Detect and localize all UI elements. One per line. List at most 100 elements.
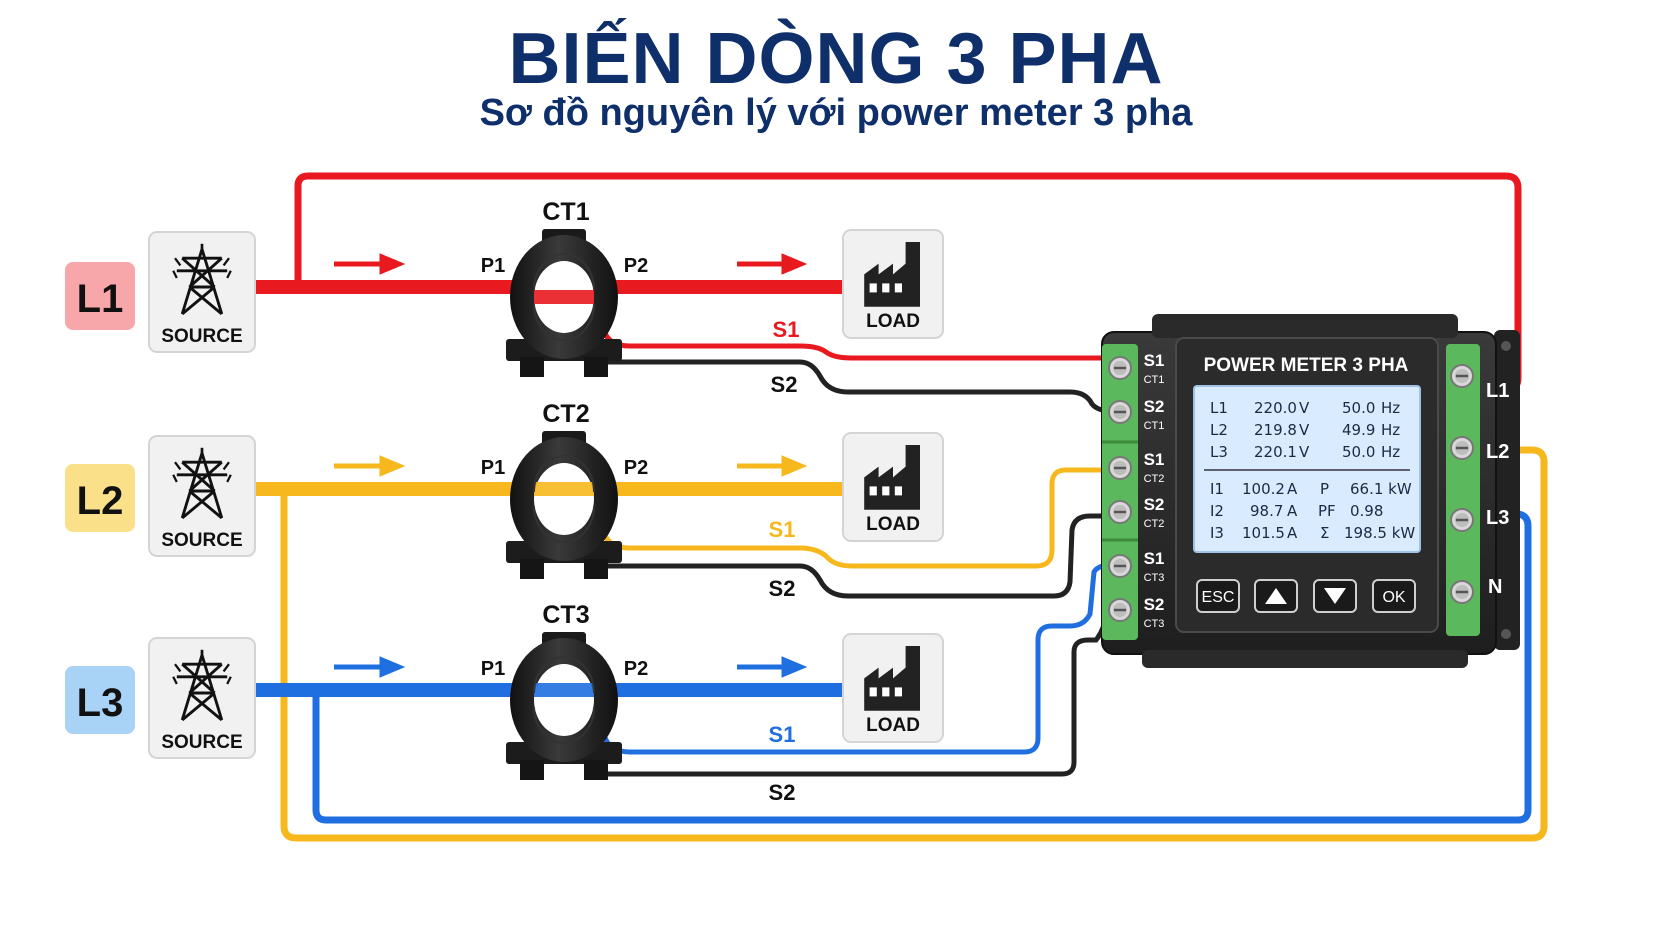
ct3-p1-label: P1 [481,658,505,680]
power-meter: S1 CT1 S2 CT1 S1 CT2 S2 CT2 S1 CT3 S2 CT… [1101,314,1520,668]
display-param-value: 66.1 kW [1350,480,1412,498]
sources: SOURCE SOURCE SOURCE [148,231,256,759]
ct2-p2-label: P2 [624,457,648,479]
ct3-s2-label: S2 [769,780,796,805]
phase-label-l2: L2 [77,479,124,523]
ct1-s1-label: S1 [773,317,800,342]
ct1-label: CT1 [542,198,589,226]
display-param-value: 198.5 kW [1344,524,1415,542]
terminal-screw-icon [1107,399,1133,425]
down-button[interactable] [1313,579,1357,613]
source-label-l1: SOURCE [161,326,242,347]
display-current: 98.7 [1250,502,1283,520]
wire-l3-voltage [312,510,1532,824]
terminal-screw-icon [1449,579,1475,605]
ct3-s1-label: S1 [769,722,796,747]
wire-ct2-s1 [601,467,1120,569]
display-unit: Hz [1381,421,1400,439]
load-label-l1: LOAD [866,311,920,332]
source-l1: SOURCE [148,231,256,353]
terminal-label: S2 [1144,495,1165,514]
source-l2: SOURCE [148,435,256,557]
phase-badge-l1 [65,262,135,330]
triangle-down-icon [1324,588,1346,604]
phase-badge-l3 [65,666,135,734]
terminal-sublabel: CT3 [1144,618,1165,630]
wire-ct3-s1 [601,561,1121,755]
display-row-name: L2 [1210,421,1228,439]
terminal-label: S2 [1144,397,1165,416]
wire-ct1-s2 [608,359,1121,415]
display-current: 101.5 [1242,524,1285,542]
terminal-sublabel: CT1 [1144,420,1165,432]
source-l3: SOURCE [148,637,256,759]
ct2 [506,431,622,579]
display-unit: Hz [1381,443,1400,461]
ct2-label: CT2 [542,400,589,428]
display-voltage: 219.8 [1254,421,1297,439]
triangle-up-icon [1265,588,1287,604]
display-unit: V [1299,421,1310,439]
terminal-sublabel: CT1 [1144,374,1165,386]
display-row-name: L3 [1210,443,1228,461]
voltage-terminal-block [1446,344,1480,636]
esc-button-label: ESC [1202,589,1235,606]
display-frequency: 50.0 [1342,443,1375,461]
phase-badge-l2 [65,464,135,532]
display-unit: V [1299,399,1310,417]
terminal-screw-icon [1449,435,1475,461]
display-param-value: 0.98 [1350,502,1383,520]
terminal-label-l1: L1 [1486,380,1509,402]
terminal-screw-icon [1107,355,1133,381]
phase-labels: L1 L2 L3 [65,262,135,734]
terminal-label: S1 [1144,549,1165,568]
display-row-name: I3 [1210,524,1224,542]
display-row-name: I2 [1210,502,1224,520]
terminal-sublabel: CT2 [1144,473,1165,485]
wire-ct2-s2 [608,513,1120,599]
ok-button-label: OK [1382,589,1405,606]
load-l1: LOAD [842,229,944,339]
ct1-p2-label: P2 [624,255,648,277]
meter-display [1193,385,1421,553]
display-current: 100.2 [1242,480,1285,498]
ct3-label: CT3 [542,601,589,629]
terminal-screw-icon [1107,553,1133,579]
load-l3: LOAD [842,633,944,743]
display-param: P [1320,480,1329,498]
page-subtitle: Sơ đồ nguyên lý với power meter 3 pha [479,92,1193,134]
ct-terminal-block [1102,344,1138,640]
arrow-right-icon [334,253,808,275]
esc-button[interactable]: ESC [1196,579,1240,613]
arrow-right-icon [334,455,808,477]
terminal-label-n: N [1488,576,1502,598]
display-frequency: 50.0 [1342,399,1375,417]
display-row-name: L1 [1210,399,1228,417]
terminal-screw-icon [1107,499,1133,525]
load-l2: LOAD [842,432,944,542]
terminal-sublabel: CT2 [1144,518,1165,530]
terminal-sublabel: CT3 [1144,572,1165,584]
terminal-label: S2 [1144,595,1165,614]
display-voltage: 220.0 [1254,399,1297,417]
terminal-label: S1 [1144,351,1165,370]
ct2-s2-label: S2 [769,576,796,601]
ct2-p1-label: P1 [481,457,505,479]
phase-label-l3: L3 [77,681,124,725]
ok-button[interactable]: OK [1372,579,1416,613]
loads: LOAD LOAD LOAD [842,229,944,743]
phase-label-l1: L1 [77,277,124,321]
terminal-label: S1 [1144,450,1165,469]
display-unit: A [1287,502,1298,520]
display-frequency: 49.9 [1342,421,1375,439]
display-unit: A [1287,480,1298,498]
ct1-s2-label: S2 [771,372,798,397]
load-label-l3: LOAD [866,715,920,736]
meter-title: POWER METER 3 PHA [1204,355,1409,376]
ct1-p1-label: P1 [481,255,505,277]
arrow-right-icon [334,656,808,678]
up-button[interactable] [1254,579,1298,613]
terminal-screw-icon [1107,455,1133,481]
terminal-screw-icon [1107,597,1133,623]
